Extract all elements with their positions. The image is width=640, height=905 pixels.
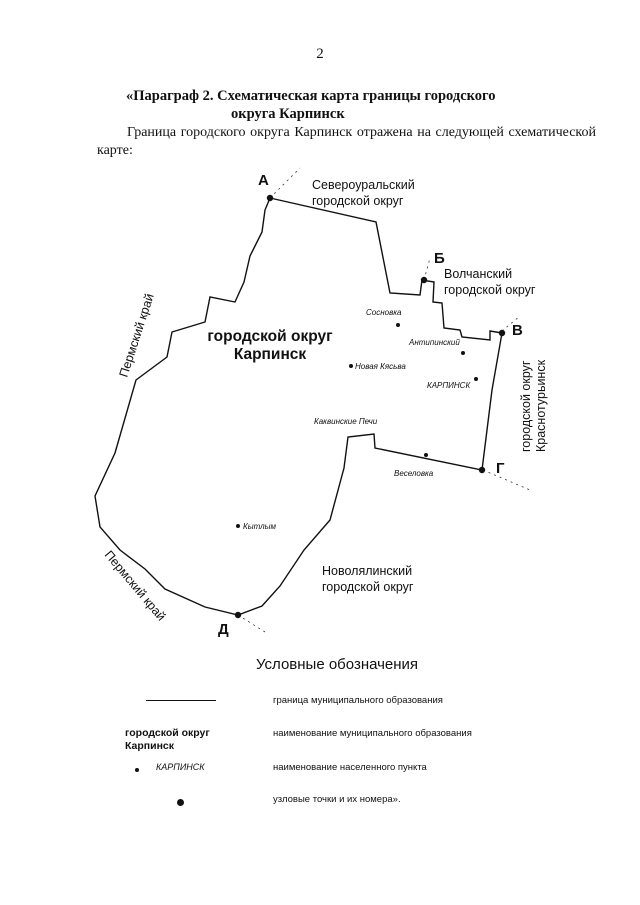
- settlement-dots: [236, 323, 478, 528]
- node-label-v: В: [512, 322, 523, 339]
- settlement-dot-antipinsky: [461, 351, 465, 355]
- legend-settlement-dot: [135, 768, 139, 772]
- dashed-line-v: [501, 315, 521, 332]
- page-number: 2: [316, 46, 324, 62]
- legend-boundary-desc: граница муниципального образования: [273, 695, 443, 706]
- district-name-line1: городской округ: [207, 328, 333, 345]
- district-boundary: [94, 197, 503, 616]
- legend-name-desc: наименование муниципального образования: [273, 728, 472, 739]
- settlement-label-kytlym: Кытлым: [243, 522, 276, 531]
- neighbor-krasnoturinsk-line2: Краснотурьинск: [534, 359, 548, 452]
- settlement-dot-kytlym: [236, 524, 240, 528]
- node-label-d: Д: [218, 621, 229, 638]
- dashed-line-a: [269, 167, 301, 199]
- neighbor-krasnoturinsk-line1: городской округ: [519, 360, 533, 452]
- node-label-b: Б: [434, 250, 445, 267]
- neighbor-perm-lower: Пермский край: [102, 548, 169, 624]
- legend-node-desc: узловые точки и их номера».: [273, 794, 401, 805]
- legend-name-sample-line1: городской округ: [125, 727, 210, 739]
- legend-name-sample-line2: Карпинск: [125, 740, 175, 752]
- settlement-dot-veselovka: [424, 453, 428, 457]
- node-points: [234, 194, 506, 619]
- settlement-label-karpinsk: КАРПИНСК: [427, 381, 471, 390]
- node-point-d: [234, 611, 242, 619]
- neighbor-perm-upper: Пермский край: [117, 292, 157, 379]
- node-label-g: Г: [496, 460, 505, 477]
- settlement-label-kakvinskie-pechi: Каквинские Печи: [314, 417, 378, 426]
- neighbor-volchansky-line1: Волчанский: [444, 267, 512, 281]
- dashed-line-d: [237, 614, 266, 633]
- legend-settlement-desc: наименование населенного пункта: [273, 762, 427, 773]
- settlement-label-veselovka: Веселовка: [394, 469, 434, 478]
- legend-boundary-sample: [146, 700, 216, 701]
- neighbor-novolyalinsky-line2: городской округ: [322, 580, 414, 594]
- intro-paragraph: Граница городского округа Карпинск отраж…: [97, 125, 596, 158]
- node-point-b: [420, 276, 428, 284]
- settlement-label-novaya-kyasva: Новая Кясьва: [355, 362, 406, 371]
- settlement-dot-sosnovka: [396, 323, 400, 327]
- node-point-a: [266, 194, 274, 202]
- settlement-dot-karpinsk: [474, 377, 478, 381]
- settlement-dot-novaya-kyasva: [349, 364, 353, 368]
- settlement-label-sosnovka: Сосновка: [366, 308, 402, 317]
- node-point-g: [478, 466, 486, 474]
- external-boundary-lines: [237, 167, 531, 633]
- legend-title: Условные обозначения: [256, 656, 419, 673]
- node-point-v: [498, 329, 506, 337]
- district-name-line2: Карпинск: [234, 346, 307, 363]
- neighbor-novolyalinsky-line1: Новолялинский: [322, 564, 412, 578]
- dashed-line-g: [482, 469, 531, 491]
- legend-settlement-sample: КАРПИНСК: [156, 762, 205, 772]
- neighbor-severouralsky-line2: городской округ: [312, 194, 404, 208]
- legend-name-sample: городской округ Карпинск: [125, 727, 210, 753]
- neighbor-volchansky-line2: городской округ: [444, 283, 536, 297]
- neighbor-severouralsky-line1: Североуральский: [312, 178, 415, 192]
- settlement-label-antipinsky: Антипинский: [408, 338, 460, 347]
- section-heading-line1: «Параграф 2. Схематическая карта границы…: [126, 88, 496, 104]
- legend-node-dot: [177, 799, 184, 806]
- dashed-line-b: [423, 257, 431, 281]
- section-heading-line2: округа Карпинск: [231, 106, 345, 122]
- node-label-a: А: [258, 172, 269, 189]
